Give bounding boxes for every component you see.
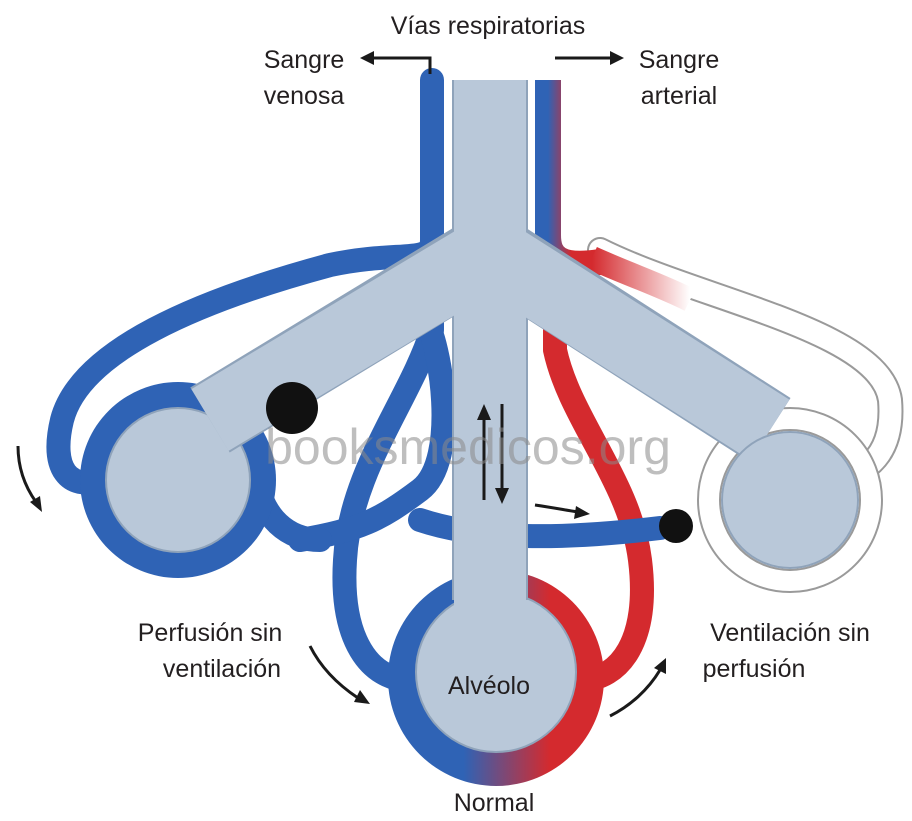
normal-label: Normal <box>454 789 535 817</box>
shunt-flow-arrow <box>535 505 590 519</box>
venous-blood-label-line1: Sangre <box>264 46 345 74</box>
perfusion-without-ventilation-line2: ventilación <box>163 655 281 683</box>
right-alveolus <box>722 432 858 568</box>
venous-blood-label-line2: venosa <box>264 82 345 110</box>
top-left-arrow <box>360 51 430 74</box>
alveolus-label: Alvéolo <box>448 672 530 700</box>
top-right-arrow <box>555 51 624 65</box>
ventilation-without-perfusion-line2: perfusión <box>703 655 806 683</box>
ventilation-without-perfusion-line1: Ventilación sin <box>710 619 870 647</box>
left-curved-arrow <box>18 446 42 512</box>
arterial-blood-label-line1: Sangre <box>639 46 720 74</box>
watermark: booksmedicos.org <box>265 419 671 475</box>
vessel-obstruction <box>659 509 693 543</box>
perfusion-without-ventilation-line1: Perfusión sin <box>138 619 283 647</box>
arterial-blood-label-line2: arterial <box>641 82 717 110</box>
airways-label: Vías respiratorias <box>391 12 586 40</box>
